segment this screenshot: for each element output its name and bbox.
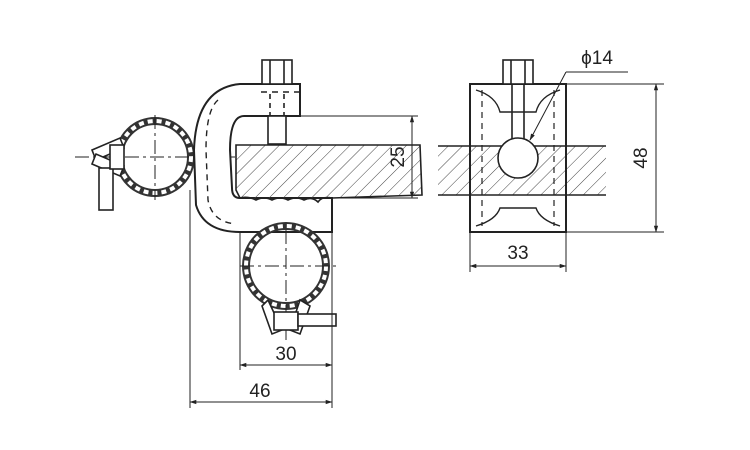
end-bolt (497, 59, 539, 179)
flange-section (235, 144, 423, 204)
bottom-wing-bolt (261, 298, 337, 336)
dim-25-label: 25 (388, 146, 409, 167)
dim-33-label: 33 (507, 243, 528, 264)
left-wing-bolt (90, 136, 126, 211)
side-view (75, 59, 423, 408)
dim-30-label: 30 (275, 344, 296, 365)
top-bolt (261, 59, 293, 145)
dim-46-label: 46 (249, 381, 270, 402)
end-view (438, 59, 664, 272)
dim-48-label: 48 (631, 147, 652, 168)
dim-diameter-label: ϕ14 (581, 48, 613, 69)
bottom-pipe-ring (240, 222, 336, 340)
